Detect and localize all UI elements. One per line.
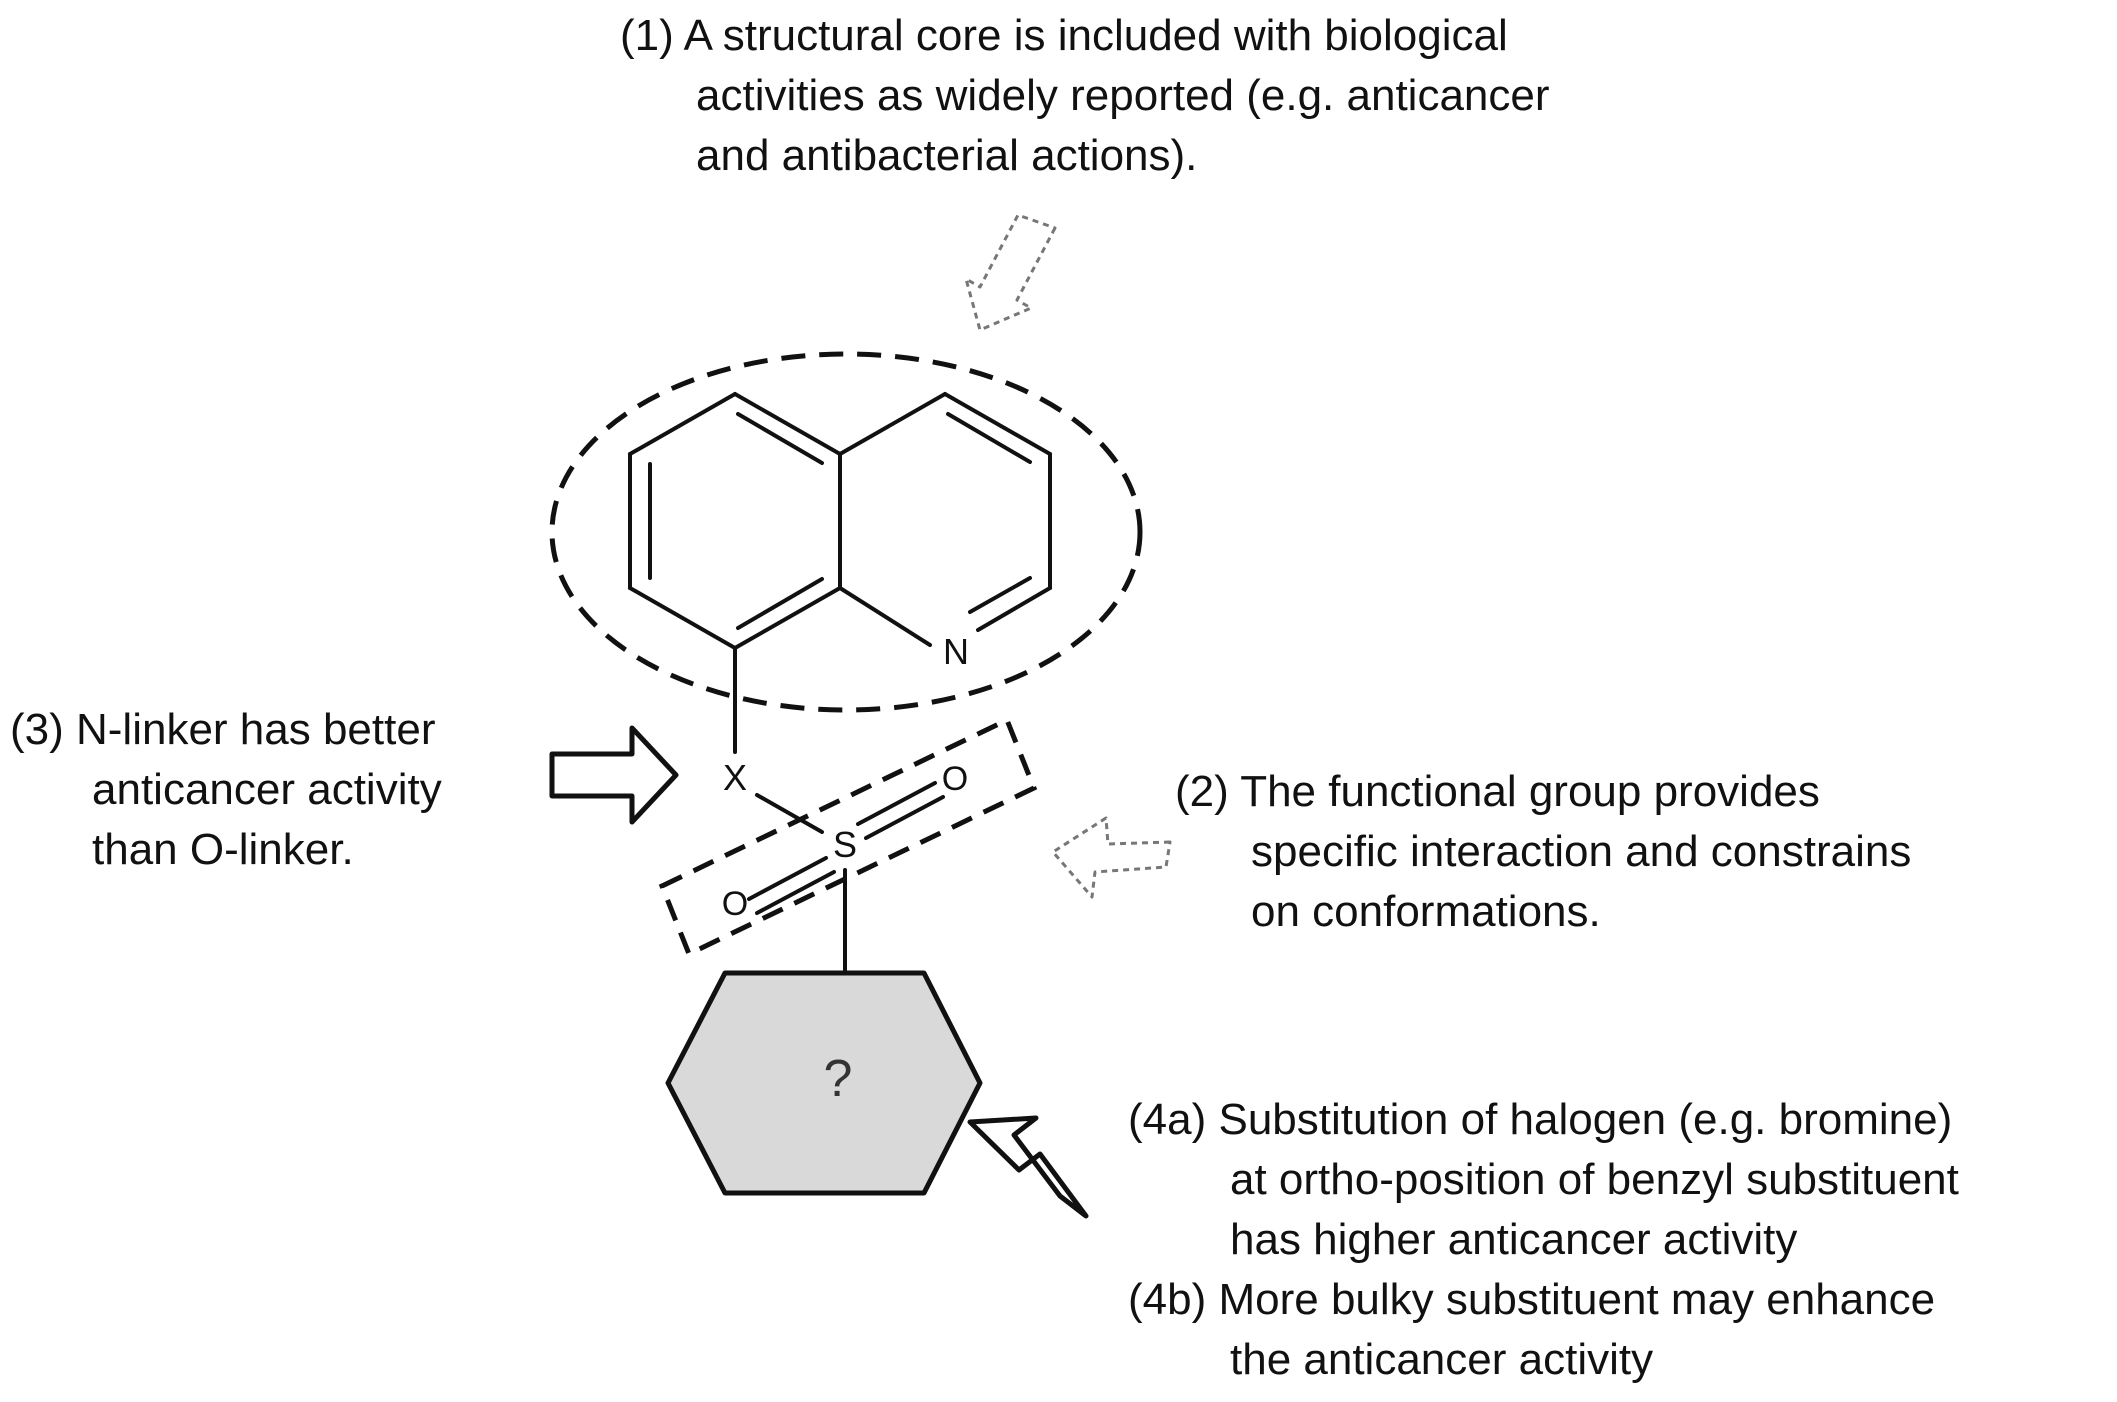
linker-atom: X — [723, 757, 747, 798]
note-line: on conformations. — [1251, 887, 1601, 936]
sulfonyl-bonds — [747, 781, 945, 977]
note-substituent: (4a) Substitution of halogen (e.g. bromi… — [1128, 1090, 1959, 1390]
note-line: and antibacterial actions). — [696, 131, 1198, 180]
core-pointer-arrow-icon — [964, 213, 1057, 332]
functional-group-pointer-arrow-icon — [1051, 816, 1172, 899]
note-line: at ortho-position of benzyl substituent — [1230, 1155, 1959, 1204]
note-line: than O-linker. — [92, 825, 354, 874]
note-line: (4b) More bulky substituent may enhance — [1128, 1275, 1936, 1324]
oxygen-bottom-atom: O — [722, 885, 748, 923]
note-line: (1) A structural core is included with b… — [620, 11, 1508, 60]
quinoline-ring — [628, 392, 1052, 754]
note-line: (2) The functional group provides — [1175, 767, 1820, 816]
note-line: activities as widely reported (e.g. anti… — [696, 71, 1550, 120]
core-dashed-ellipse — [549, 351, 1143, 713]
note-line: (3) N-linker has better — [10, 705, 436, 754]
note-line: (4a) Substitution of halogen (e.g. bromi… — [1128, 1095, 1953, 1144]
note-functional-group: (2) The functional group provides specif… — [1175, 762, 1911, 942]
functional-group-dashed-box — [658, 716, 1038, 958]
note-structural-core: (1) A structural core is included with b… — [620, 6, 1550, 186]
note-line: specific interaction and constrains — [1251, 827, 1912, 876]
note-line: has higher anticancer activity — [1230, 1215, 1798, 1264]
note-line: the anticancer activity — [1230, 1335, 1654, 1384]
unknown-group-question-mark: ? — [824, 1050, 853, 1108]
ring-nitrogen-atom: N — [943, 631, 969, 672]
note-linker: (3) N-linker has better anticancer activ… — [10, 700, 442, 880]
sulfur-atom: S — [833, 824, 857, 865]
linker-pointer-arrow-icon — [549, 725, 679, 825]
note-line: anticancer activity — [92, 765, 442, 814]
unknown-substituent-hexagon — [665, 970, 983, 1196]
substituent-pointer-arrow-icon — [967, 1115, 1089, 1219]
oxygen-top-atom: O — [942, 760, 968, 798]
